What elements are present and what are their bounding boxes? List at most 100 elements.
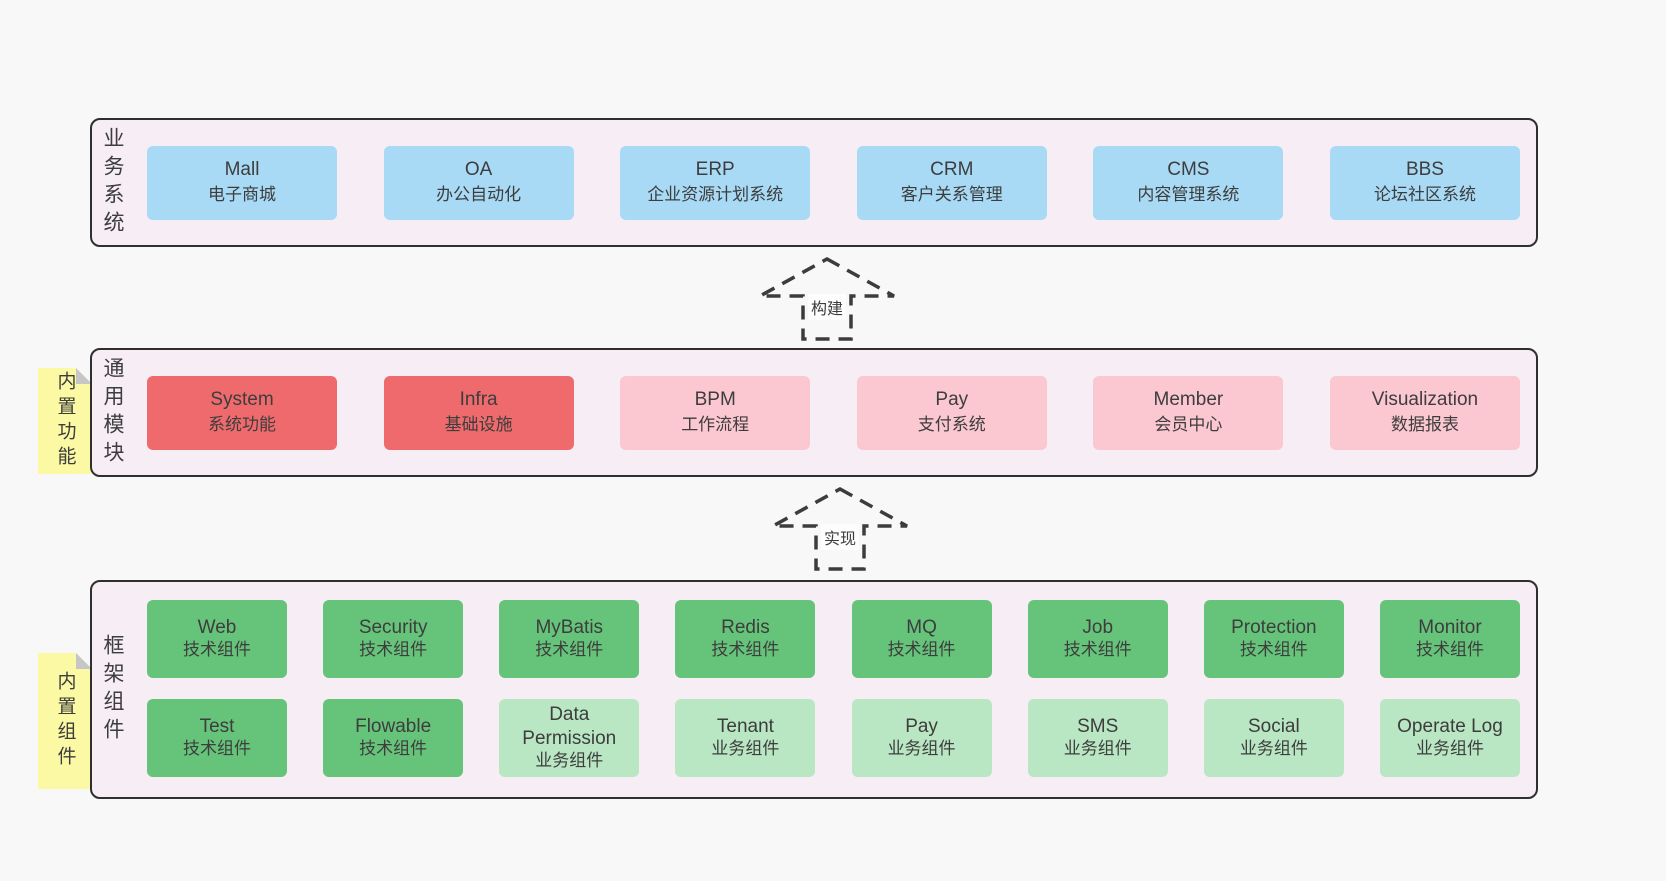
box-pay-component-name: Pay: [905, 715, 938, 737]
implement-arrow: 实现: [770, 486, 910, 572]
built-in-components-note-text: 内置组件: [54, 671, 76, 771]
box-monitor-subtitle: 技术组件: [1415, 640, 1484, 660]
box-web-subtitle: 技术组件: [183, 640, 251, 660]
business-boxes-row: Mall 电子商城 OA 办公自动化 ERP 企业资源计划系统 CRM 客户关系…: [147, 145, 1520, 220]
box-protection-subtitle: 技术组件: [1239, 640, 1308, 660]
box-security-name: Security: [358, 616, 428, 638]
framework-layer-label: 框架组件: [101, 633, 124, 746]
box-tenant-name: Tenant: [716, 715, 774, 737]
box-monitor: Monitor 技术组件: [1379, 600, 1520, 678]
box-bpm-name: BPM: [694, 389, 736, 411]
modules-layer-label: 通用模块: [101, 356, 124, 469]
box-mq-name: MQ: [906, 616, 937, 638]
common-modules-layer: 通用模块 System 系统功能 Infra 基础设施 BPM 工作流程 Pay…: [90, 348, 1538, 477]
box-system: System 系统功能: [147, 375, 337, 450]
box-tenant-subtitle: 业务组件: [711, 739, 780, 759]
built-in-features-note-text: 内置功能: [54, 371, 76, 471]
box-job: Job 技术组件: [1027, 600, 1168, 678]
box-bbs: BBS 论坛社区系统: [1329, 145, 1520, 220]
up-arrow-icon: [759, 257, 895, 341]
box-mybatis: MyBatis 技术组件: [499, 600, 640, 678]
box-member-subtitle: 会员中心: [1154, 415, 1223, 434]
framework-components-layer: 框架组件 Web 技术组件 Security 技术组件 MyBatis 技术组件…: [90, 580, 1538, 799]
box-member-name: Member: [1153, 389, 1224, 411]
box-data-permission-subtitle: 业务组件: [535, 751, 604, 771]
box-job-name: Job: [1082, 616, 1114, 638]
modules-boxes-row: System 系统功能 Infra 基础设施 BPM 工作流程 Pay 支付系统…: [147, 375, 1520, 450]
box-erp: ERP 企业资源计划系统: [620, 145, 811, 220]
box-mybatis-name: MyBatis: [535, 616, 604, 638]
box-web: Web 技术组件: [147, 600, 287, 678]
box-member: Member 会员中心: [1093, 375, 1284, 450]
box-protection: Protection 技术组件: [1203, 600, 1344, 678]
box-mall-subtitle: 电子商城: [208, 185, 276, 204]
build-arrow-label: 构建: [807, 294, 847, 320]
box-mall: Mall 电子商城: [147, 145, 337, 220]
box-cms: CMS 内容管理系统: [1093, 145, 1284, 220]
box-cms-name: CMS: [1167, 159, 1210, 181]
box-social-subtitle: 业务组件: [1239, 739, 1308, 759]
box-bpm-subtitle: 工作流程: [681, 415, 750, 434]
box-sms: SMS 业务组件: [1027, 699, 1168, 777]
box-data-permission: Data Permission 业务组件: [499, 699, 640, 777]
box-flowable: Flowable 技术组件: [323, 699, 464, 777]
box-test-subtitle: 技术组件: [183, 739, 251, 759]
box-mall-name: Mall: [224, 159, 260, 181]
box-social-name: Social: [1247, 715, 1300, 737]
box-visualization-subtitle: 数据报表: [1390, 415, 1459, 434]
box-crm-name: CRM: [930, 159, 974, 181]
box-cms-subtitle: 内容管理系统: [1137, 185, 1240, 204]
box-system-subtitle: 系统功能: [208, 415, 276, 434]
built-in-features-note: 内置功能: [38, 368, 92, 474]
box-job-subtitle: 技术组件: [1063, 640, 1132, 660]
box-bpm: BPM 工作流程: [620, 375, 811, 450]
box-crm: CRM 客户关系管理: [856, 145, 1047, 220]
built-in-components-note: 内置组件: [38, 653, 92, 789]
box-oa-name: OA: [464, 159, 493, 181]
box-tenant: Tenant 业务组件: [675, 699, 816, 777]
box-bbs-subtitle: 论坛社区系统: [1373, 185, 1476, 204]
box-redis-name: Redis: [721, 616, 770, 638]
box-visualization-name: Visualization: [1371, 389, 1479, 411]
business-layer-label: 业务系统: [101, 126, 124, 239]
box-erp-name: ERP: [695, 159, 735, 181]
box-social: Social 业务组件: [1203, 699, 1344, 777]
box-infra-subtitle: 基础设施: [444, 415, 513, 434]
framework-boxes-row-2: Test 技术组件 Flowable 技术组件 Data Permission …: [147, 699, 1520, 777]
box-operate-log-subtitle: 业务组件: [1415, 739, 1484, 759]
box-sms-name: SMS: [1077, 715, 1119, 737]
box-operate-log-name: Operate Log: [1397, 715, 1503, 737]
box-infra: Infra 基础设施: [383, 375, 574, 450]
box-flowable-subtitle: 技术组件: [359, 739, 428, 759]
box-protection-name: Protection: [1231, 616, 1317, 638]
box-flowable-name: Flowable: [355, 715, 432, 737]
box-system-name: System: [210, 389, 274, 411]
box-infra-name: Infra: [459, 389, 498, 411]
box-redis: Redis 技术组件: [675, 600, 816, 678]
box-crm-subtitle: 客户关系管理: [900, 185, 1003, 204]
box-mq: MQ 技术组件: [851, 600, 992, 678]
up-arrow-icon: [772, 487, 908, 571]
box-pay-component-subtitle: 业务组件: [887, 739, 956, 759]
box-oa-subtitle: 办公自动化: [436, 185, 522, 204]
box-operate-log: Operate Log 业务组件: [1379, 699, 1520, 777]
business-systems-layer: 业务系统 Mall 电子商城 OA 办公自动化 ERP 企业资源计划系统 CRM…: [90, 118, 1538, 247]
box-web-name: Web: [197, 616, 237, 638]
box-monitor-name: Monitor: [1418, 616, 1482, 638]
box-redis-subtitle: 技术组件: [711, 640, 780, 660]
box-visualization: Visualization 数据报表: [1329, 375, 1520, 450]
framework-boxes-row-1: Web 技术组件 Security 技术组件 MyBatis 技术组件 Redi…: [147, 600, 1520, 678]
box-sms-subtitle: 业务组件: [1063, 739, 1132, 759]
box-erp-subtitle: 企业资源计划系统: [647, 185, 784, 204]
box-security: Security 技术组件: [323, 600, 464, 678]
box-pay-component: Pay 业务组件: [851, 699, 992, 777]
box-pay-module-subtitle: 支付系统: [917, 415, 986, 434]
box-test: Test 技术组件: [147, 699, 287, 777]
box-bbs-name: BBS: [1405, 159, 1444, 181]
box-data-permission-name: Data Permission: [522, 703, 617, 749]
implement-arrow-label: 实现: [820, 524, 860, 550]
box-test-name: Test: [199, 715, 235, 737]
box-security-subtitle: 技术组件: [359, 640, 428, 660]
box-mybatis-subtitle: 技术组件: [535, 640, 604, 660]
box-mq-subtitle: 技术组件: [887, 640, 956, 660]
